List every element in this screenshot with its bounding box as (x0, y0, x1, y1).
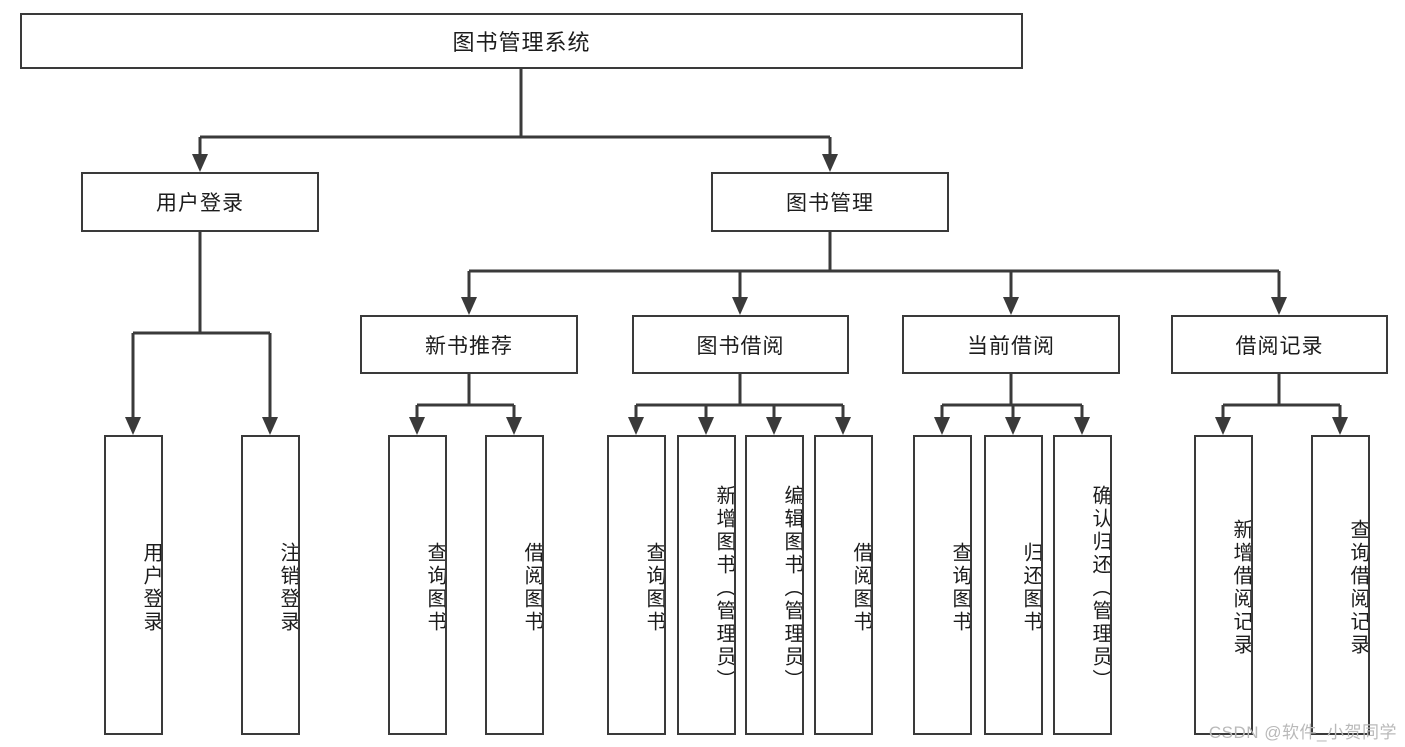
node-leaf-borrow-book-1-label: 借阅图书 (521, 542, 543, 634)
group-1-arrow-3-head (835, 417, 851, 435)
book-manage-arrow-1-head (732, 297, 748, 315)
node-book-manage-label: 图书管理 (786, 192, 874, 215)
node-leaf-add-book[interactable]: 新增图书（管理员） (677, 435, 736, 735)
user-login-arrow-0-head (125, 417, 141, 435)
node-leaf-borrow-book-1[interactable]: 借阅图书 (485, 435, 544, 735)
node-leaf-edit-book[interactable]: 编辑图书（管理员） (745, 435, 804, 735)
node-current-borrow-label: 当前借阅 (967, 334, 1055, 358)
group-3-arrow-1-head (1332, 417, 1348, 435)
user-login-arrow-1-head (262, 417, 278, 435)
node-leaf-query-record-label: 查询借阅记录 (1347, 519, 1369, 657)
node-leaf-return-book[interactable]: 归还图书 (984, 435, 1043, 735)
book-manage-arrow-0-head (461, 297, 477, 315)
node-leaf-user-logout-label: 注销登录 (277, 542, 299, 634)
node-new-book-recommend-label: 新书推荐 (425, 334, 513, 358)
node-leaf-confirm-return-label: 确认归还（管理员） (1089, 484, 1111, 692)
node-root[interactable]: 图书管理系统 (20, 13, 1023, 69)
node-leaf-borrow-book-2[interactable]: 借阅图书 (814, 435, 873, 735)
book-manage-arrow-2-head (1003, 297, 1019, 315)
node-leaf-user-login-label: 用户登录 (140, 542, 162, 634)
book-manage-arrow-3-head (1271, 297, 1287, 315)
node-user-login-label: 用户登录 (156, 192, 244, 215)
group-1-arrow-2-head (766, 417, 782, 435)
group-3-arrow-0-head (1215, 417, 1231, 435)
node-book-manage[interactable]: 图书管理 (711, 172, 949, 232)
node-leaf-query-book-2[interactable]: 查询图书 (607, 435, 666, 735)
node-leaf-query-book-3[interactable]: 查询图书 (913, 435, 972, 735)
node-leaf-borrow-book-2-label: 借阅图书 (850, 542, 872, 634)
node-leaf-query-book-1-label: 查询图书 (424, 542, 446, 634)
group-0-arrow-0-head (409, 417, 425, 435)
node-leaf-add-record[interactable]: 新增借阅记录 (1194, 435, 1253, 735)
node-leaf-add-record-label: 新增借阅记录 (1230, 519, 1252, 657)
node-leaf-edit-book-label: 编辑图书（管理员） (781, 484, 803, 692)
node-leaf-user-logout[interactable]: 注销登录 (241, 435, 300, 735)
node-leaf-return-book-label: 归还图书 (1020, 542, 1042, 634)
node-user-login[interactable]: 用户登录 (81, 172, 319, 232)
root-arrow-1-head (822, 154, 838, 172)
node-leaf-user-login[interactable]: 用户登录 (104, 435, 163, 735)
group-2-arrow-0-head (934, 417, 950, 435)
node-leaf-confirm-return[interactable]: 确认归还（管理员） (1053, 435, 1112, 735)
node-root-label: 图书管理系统 (452, 30, 591, 55)
group-2-arrow-2-head (1074, 417, 1090, 435)
group-0-arrow-1-head (506, 417, 522, 435)
node-leaf-query-book-3-label: 查询图书 (949, 542, 971, 634)
node-leaf-query-record[interactable]: 查询借阅记录 (1311, 435, 1370, 735)
node-borrow-record[interactable]: 借阅记录 (1171, 315, 1388, 374)
watermark: CSDN @软件_小贺同学 (1208, 723, 1397, 742)
group-1-arrow-0-head (628, 417, 644, 435)
node-new-book-recommend[interactable]: 新书推荐 (360, 315, 578, 374)
root-arrow-0-head (192, 154, 208, 172)
node-borrow-record-label: 借阅记录 (1235, 334, 1324, 358)
group-2-arrow-1-head (1005, 417, 1021, 435)
node-leaf-query-book-1[interactable]: 查询图书 (388, 435, 447, 735)
node-current-borrow[interactable]: 当前借阅 (902, 315, 1120, 374)
node-book-borrow-label: 图书借阅 (696, 334, 785, 358)
group-1-arrow-1-head (698, 417, 714, 435)
node-leaf-add-book-label: 新增图书（管理员） (713, 484, 735, 692)
node-book-borrow[interactable]: 图书借阅 (632, 315, 849, 374)
node-leaf-query-book-2-label: 查询图书 (643, 542, 665, 634)
